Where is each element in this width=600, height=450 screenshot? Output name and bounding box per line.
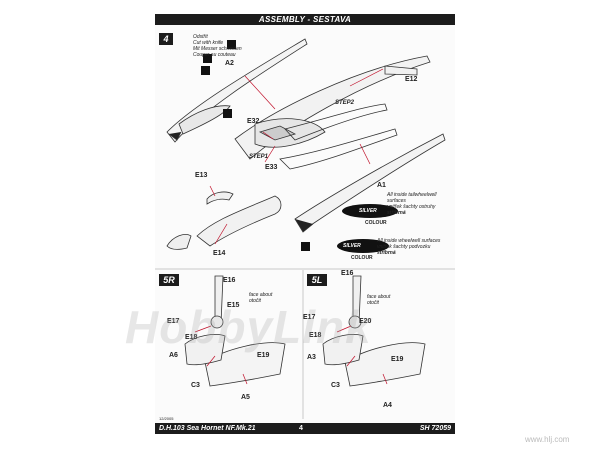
part-label-e16-right: E16	[223, 277, 236, 284]
part-label-e33: E33	[265, 164, 278, 171]
e14-part	[196, 195, 282, 247]
part-label-e19-left: E19	[391, 356, 404, 363]
nacelle-upper	[284, 103, 388, 141]
step2-label: STEP2	[335, 100, 355, 106]
footer-bar: D.H.103 Sea Hornet NF.Mk.21 4 SH 72059	[155, 423, 455, 434]
part-label-e18-left: E18	[309, 332, 322, 339]
part-label-c3-right: C3	[191, 382, 200, 389]
wheel-hub-left	[348, 315, 362, 329]
part-label-e17-right: E17	[167, 318, 180, 325]
paint-note-line: stříbrná	[377, 250, 396, 256]
face-note-line: face about	[249, 292, 273, 298]
silver-paint-swatch-wheel	[337, 239, 389, 253]
part-label-a1: A1	[377, 182, 386, 189]
fuselage-a1	[294, 133, 446, 230]
part-label-a4: A4	[383, 402, 392, 409]
tailwheel-paint-note: All inside tailwheelwell surfaces vnitře…	[387, 192, 436, 216]
step-5r-badge: 5R	[159, 274, 179, 286]
part-label-e14: E14	[213, 250, 226, 257]
part-label-e17-left: E17	[303, 314, 316, 321]
wheelwell-a5	[204, 342, 286, 387]
paint-note-line: vnitřek šachty podvozku	[377, 244, 431, 250]
cut-note: Odstřit Cut with knife Mit Messer schnei…	[193, 34, 242, 58]
part-label-e18-right: E18	[185, 334, 198, 341]
part-label-e12: E12	[405, 76, 418, 83]
instruction-sheet: ASSEMBLY - SESTAVA 4 5R 5L Odstřit Cut w…	[155, 14, 455, 434]
assembly-drawing	[155, 38, 455, 419]
cut-note-line: Couper au couteau	[193, 52, 236, 58]
paint-note-line: vnitřek šachty ostruhy	[387, 204, 436, 210]
e13-part	[206, 191, 234, 205]
step-4-badge: 4	[159, 33, 173, 45]
face-about-note-right: face about otočit	[249, 292, 272, 304]
nacelle-lower	[279, 128, 398, 170]
face-note-line: face about	[367, 294, 391, 300]
e12-part	[384, 65, 418, 76]
silver-paint-swatch-tail	[342, 204, 398, 218]
header-bar: ASSEMBLY - SESTAVA	[155, 14, 455, 25]
paint-note-line: stříbrná	[387, 210, 406, 216]
part-label-a2: A2	[225, 60, 234, 67]
step1-label: STEP1	[249, 154, 269, 160]
kit-code: SH 72059	[419, 425, 451, 432]
colour-label-1: COLOUR	[365, 220, 387, 226]
cut-marker-icon	[203, 54, 212, 63]
part-label-a6: A6	[169, 352, 178, 359]
part-label-e16-left: E16	[341, 270, 354, 277]
face-note-line: otočit	[367, 300, 379, 306]
wheel-hub-right	[210, 315, 224, 329]
page-number: 4	[299, 425, 303, 432]
part-label-a3: A3	[307, 354, 316, 361]
part-label-e20: E20	[359, 318, 372, 325]
silver-label-1: SILVER	[359, 208, 377, 214]
wheelwell-a3	[322, 334, 364, 366]
part-label-e32: E32	[247, 118, 260, 125]
part-label-e13: E13	[195, 172, 208, 179]
paint-note-line: All inside wheelwell surfaces	[377, 238, 441, 244]
watermark-logo: HobbyLink	[125, 301, 372, 353]
wheelwell-a6	[184, 334, 226, 366]
part-label-a5: A5	[241, 394, 250, 401]
page-title: ASSEMBLY - SESTAVA	[258, 15, 352, 24]
paint-note-line: All inside tailwheelwell	[387, 192, 437, 198]
wheelwell-a4	[344, 342, 426, 387]
paint-note-line: surfaces	[387, 198, 406, 204]
nose-cone	[166, 234, 192, 250]
canopy-frame	[178, 105, 231, 135]
watermark-url: www.hlj.com	[525, 435, 570, 444]
colour-label-2: COLOUR	[351, 255, 373, 261]
cut-note-line: Mit Messer schneiden	[193, 46, 242, 52]
print-date: 12/2005	[159, 416, 174, 421]
part-label-e19-right: E19	[257, 352, 270, 359]
cut-note-line: Cut with knife	[193, 40, 224, 46]
face-about-note-left: face about otočit	[367, 294, 390, 306]
step-5l-badge: 5L	[307, 274, 327, 286]
part-label-e15: E15	[227, 302, 240, 309]
leader-arrow	[244, 75, 276, 110]
model-name: D.H.103 Sea Hornet NF.Mk.21	[159, 425, 256, 432]
silver-label-2: SILVER	[343, 243, 361, 249]
face-note-line: otočit	[249, 298, 261, 304]
cut-note-line: Odstřit	[193, 34, 208, 40]
wheelwell-paint-note: All inside wheelwell surfaces vnitřek ša…	[377, 238, 440, 256]
part-label-c3-left: C3	[331, 382, 340, 389]
